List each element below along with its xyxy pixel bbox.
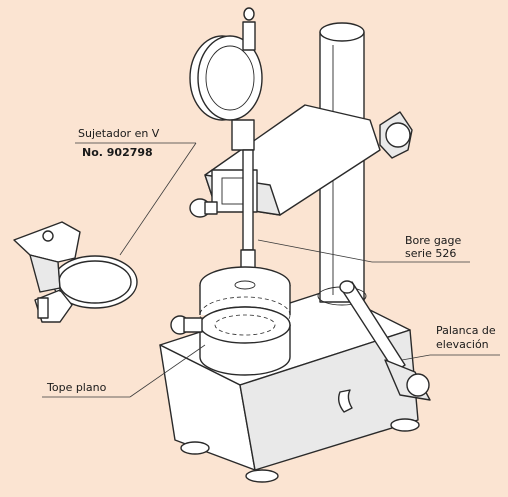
lever-label-line1: Palanca de	[436, 324, 496, 337]
bore-gage-label-line1: Bore gage	[405, 234, 462, 247]
v-holder-title-label: Sujetador en V	[78, 127, 160, 140]
lever-label-line2: elevación	[436, 338, 489, 351]
stand-arm	[189, 104, 413, 218]
v-holder-accessory	[13, 221, 138, 323]
ring-gauges	[170, 266, 291, 376]
leader-lines	[42, 142, 500, 398]
lifting-lever	[339, 280, 431, 401]
dial-indicator	[189, 7, 263, 285]
flat-stop-label: Tope plano	[47, 381, 107, 394]
v-holder-number-label: No. 902798	[82, 146, 153, 159]
bore-gage-label-line2: serie 526	[405, 247, 457, 260]
